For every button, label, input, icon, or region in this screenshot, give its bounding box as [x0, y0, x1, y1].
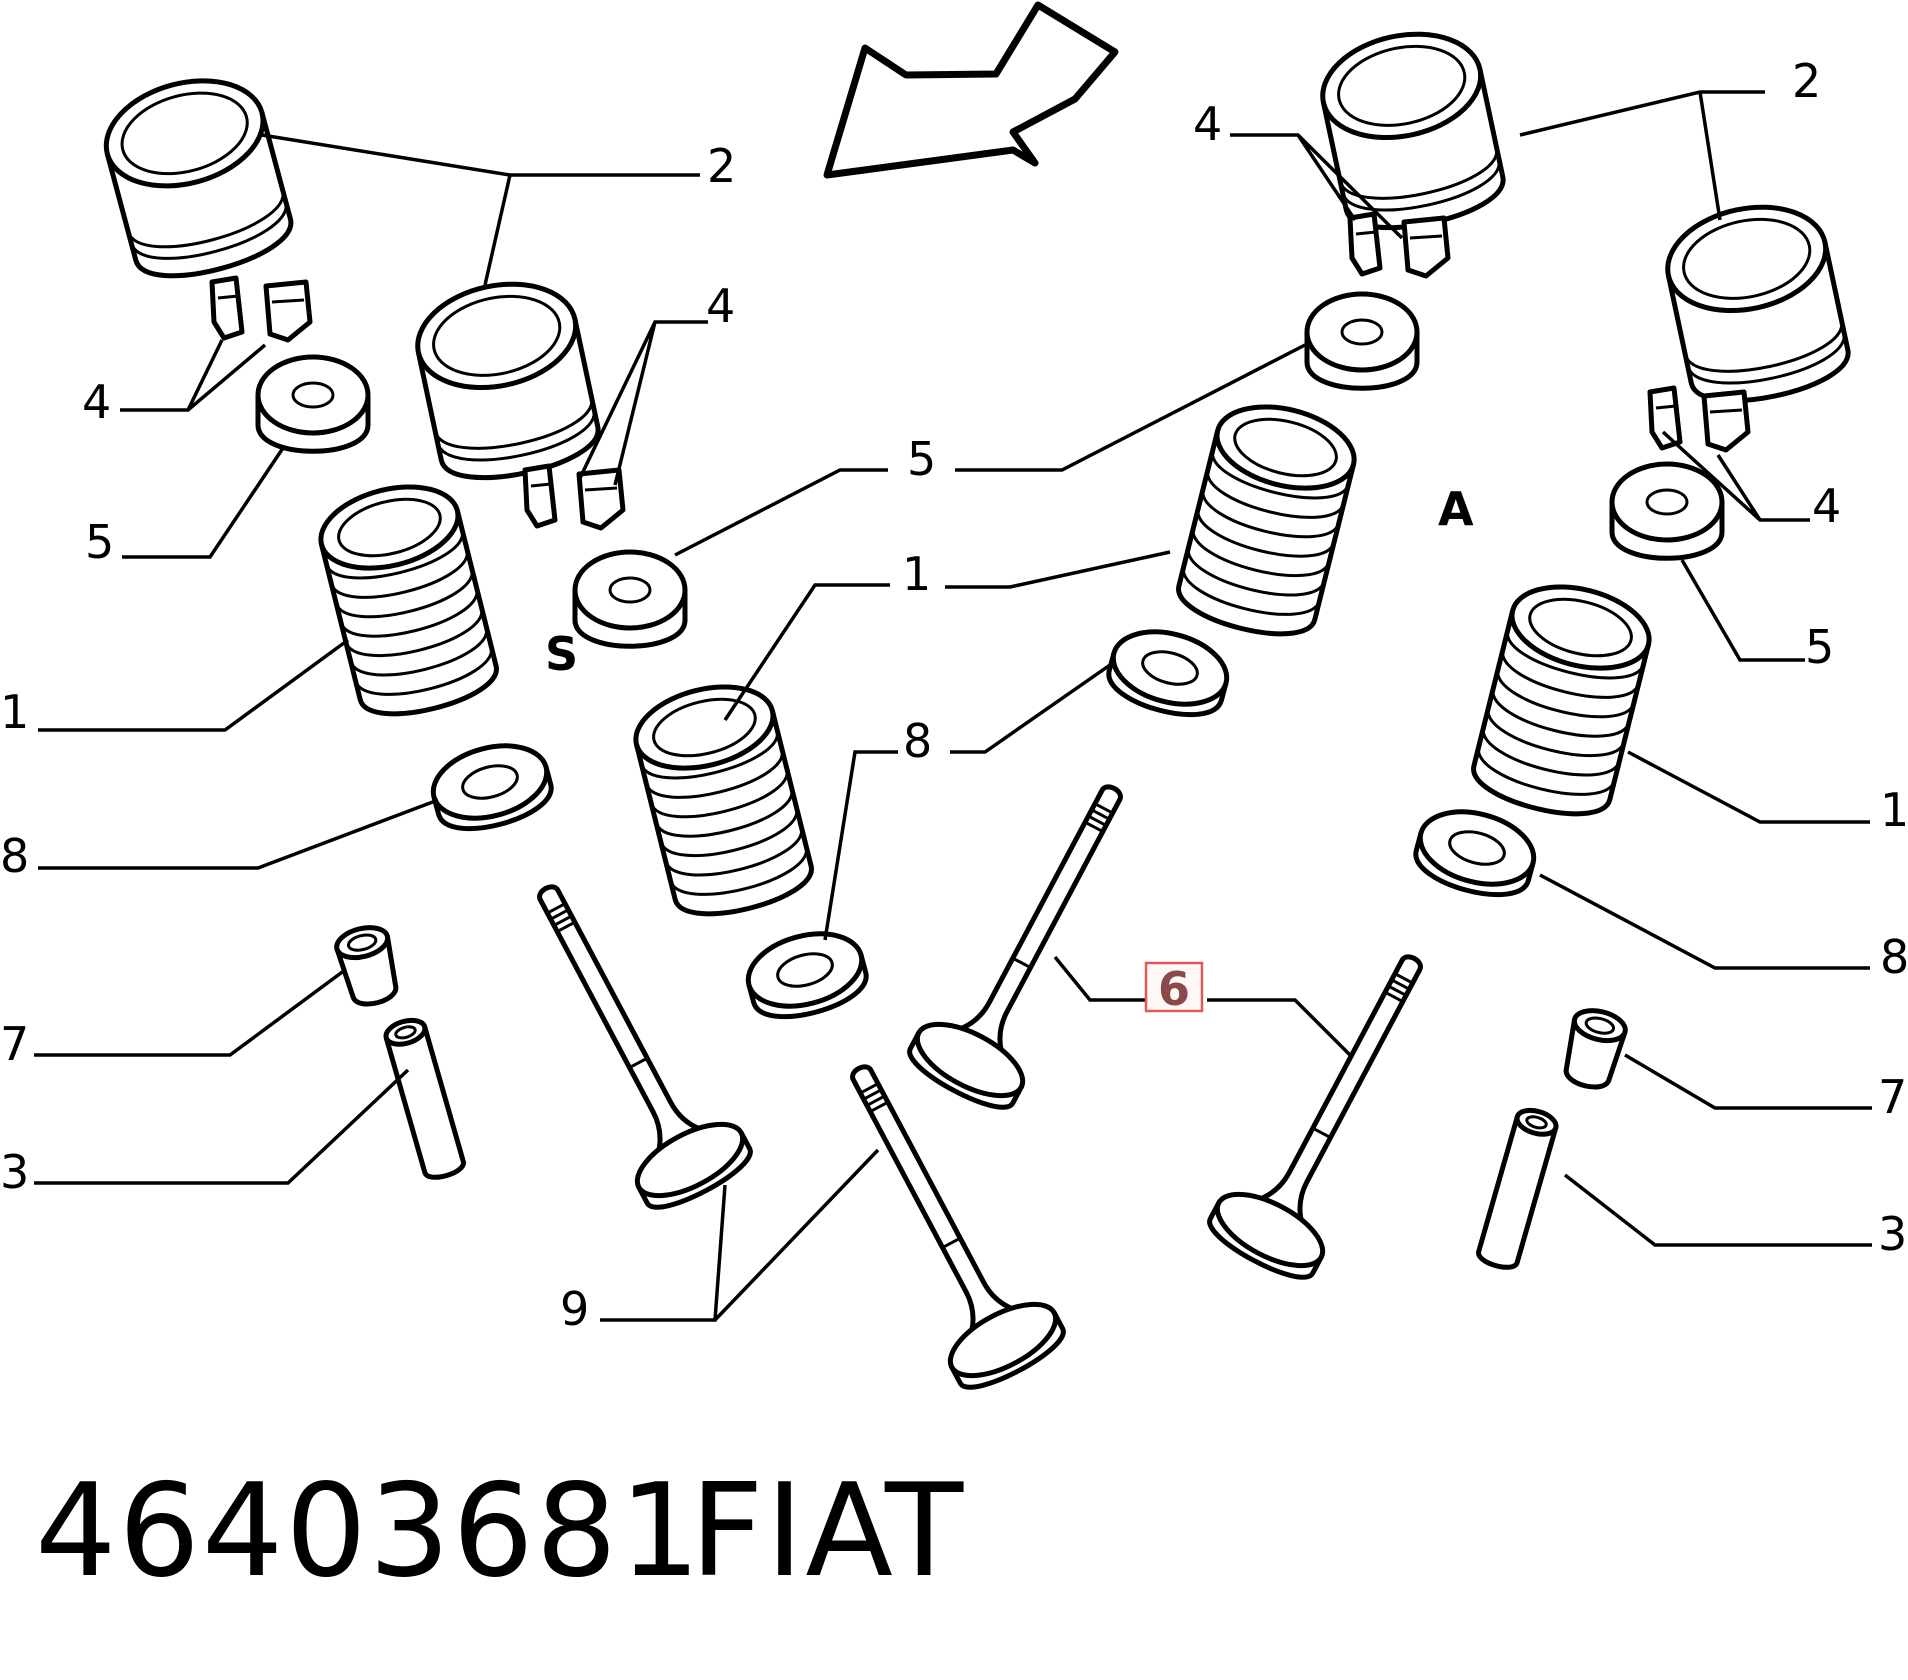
tappet-right-top: [1313, 20, 1509, 239]
label-7-right: 7: [1878, 1070, 1907, 1124]
label-5-right: 5: [1805, 620, 1834, 674]
washer-right-a: [1103, 620, 1235, 725]
retainer-left-mid: [575, 552, 685, 646]
washer-left-b: [740, 922, 872, 1027]
label-4-left-mid: 4: [706, 279, 735, 333]
highlight-box-6: [1144, 961, 1204, 1013]
label-6-highlighted: 6: [1158, 962, 1190, 1016]
valve-intake-a: [903, 761, 1166, 1117]
washer-right-b: [1410, 800, 1542, 905]
collets-left-mid: [525, 466, 623, 528]
collets-right-mid: [1650, 388, 1748, 450]
valve-exhaust-left-b: [807, 1041, 1070, 1397]
label-3-right: 3: [1878, 1207, 1907, 1261]
label-4-right-top: 4: [1193, 97, 1222, 151]
label-a: A: [1438, 482, 1474, 536]
label-4-right-lower: 4: [1812, 479, 1841, 533]
valve-intake-b: [1203, 931, 1466, 1287]
spring-right-a: [1173, 394, 1363, 645]
retainer-right-top: [1307, 294, 1417, 388]
label-2-left: 2: [707, 139, 736, 193]
seal-left: [334, 923, 403, 1009]
label-1-mid: 1: [902, 547, 931, 601]
retainer-right-mid: [1612, 464, 1722, 558]
guide-left: [383, 1016, 466, 1181]
label-5-left: 5: [85, 515, 114, 569]
spring-right-b: [1468, 574, 1658, 825]
label-2-right: 2: [1792, 54, 1821, 108]
tappet-left-top: [94, 64, 298, 289]
guide-right: [1476, 1106, 1559, 1271]
label-8-right: 8: [1880, 930, 1908, 984]
label-5-mid: 5: [907, 432, 936, 486]
brand-name: FIAT: [690, 1457, 965, 1606]
seal-right: [1560, 1006, 1629, 1092]
part-number: 46403681: [35, 1457, 703, 1606]
tappet-right-mid: [1658, 193, 1854, 412]
washer-left-a: [425, 734, 557, 839]
label-9: 9: [560, 1282, 589, 1336]
label-8-left: 8: [0, 829, 29, 883]
retainer-left-top: [258, 357, 368, 451]
leader-lines: [34, 90, 1872, 1322]
label-7-left: 7: [0, 1017, 29, 1071]
label-1-right: 1: [1880, 783, 1908, 837]
label-4-left-lower: 4: [82, 375, 111, 429]
spring-left-b: [627, 674, 817, 925]
label-3-left: 3: [0, 1145, 29, 1199]
direction-arrow: [823, 1, 1119, 179]
label-8-mid: 8: [903, 714, 932, 768]
tappet-left-mid: [408, 270, 604, 489]
label-1-left: 1: [0, 685, 29, 739]
collets-left-top: [212, 278, 310, 340]
label-s: S: [545, 627, 578, 681]
spring-left-a: [312, 474, 502, 725]
